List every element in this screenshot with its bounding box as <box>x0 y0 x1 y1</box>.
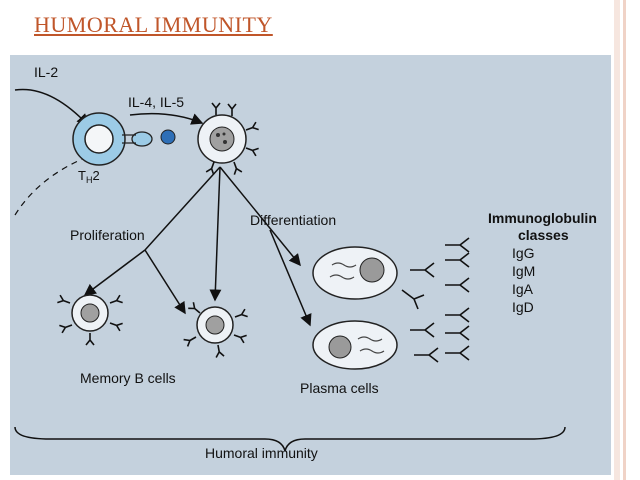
memory-b-cell-2 <box>182 301 249 359</box>
secreted-antibodies <box>401 237 470 363</box>
dashed-arrow <box>14 153 94 216</box>
ig-title-line1: Immunoglobulin <box>488 210 597 226</box>
memory-b-cell-1 <box>56 294 124 346</box>
humoral-immunity-diagram: IL-2 TH2 IL-4, IL-5 <box>10 55 611 475</box>
ig-class-igd: IgD <box>512 299 534 315</box>
plasma-cell-2 <box>312 320 398 370</box>
humoral-brace <box>14 426 566 452</box>
slide-border-decoration <box>614 0 640 480</box>
ig-class-igm: IgM <box>512 263 535 279</box>
ig-class-igg: IgG <box>512 245 535 261</box>
proliferation-label: Proliferation <box>70 227 145 243</box>
slide-title: HUMORAL IMMUNITY <box>34 12 273 37</box>
plasma-cell-1 <box>312 246 398 300</box>
th2-cell <box>72 112 176 166</box>
th2-label: TH2 <box>78 168 100 185</box>
il4-il5-label: IL-4, IL-5 <box>128 94 184 110</box>
ig-title-line2: classes <box>518 227 569 243</box>
il2-label: IL-2 <box>34 64 58 80</box>
memory-b-label: Memory B cells <box>80 370 176 386</box>
plasma-label: Plasma cells <box>300 380 379 396</box>
ig-class-iga: IgA <box>512 281 534 297</box>
humoral-label: Humoral immunity <box>205 445 318 461</box>
activated-b-cell <box>197 102 260 176</box>
il2-arrow <box>14 88 90 127</box>
differentiation-label: Differentiation <box>250 212 336 228</box>
